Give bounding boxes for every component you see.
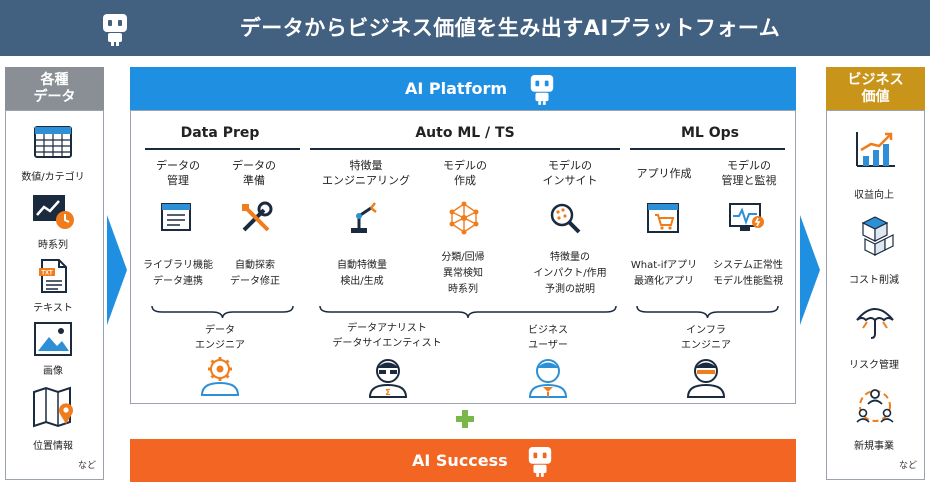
success-bar [130, 439, 796, 482]
model-insight-heading: モデルのインサイト [542, 159, 598, 187]
left-item-label-text: テキスト [33, 303, 73, 314]
infra-engineer-person-icon [684, 355, 728, 399]
platform-header-bar [130, 67, 796, 110]
left-flow-arrow [107, 215, 127, 325]
svg-text:TXT: TXT [41, 271, 53, 277]
success-title: AI Success [412, 451, 508, 470]
map-pin-icon [32, 386, 76, 428]
left-item-label-image: 画像 [43, 366, 63, 377]
business-user-person-icon [526, 355, 570, 399]
app-creation-desc: What-ifアプリ最適化アプリ [630, 260, 698, 287]
section-divider-data-prep [145, 148, 300, 150]
monitor-health-icon [728, 200, 764, 236]
left-item-label-timeseries: 時系列 [38, 240, 68, 251]
umbrella-risk-icon [853, 300, 897, 342]
right-column-header: ビジネス 価値 [826, 67, 925, 110]
platform-title: AI Platform [405, 79, 508, 98]
new-business-icon [853, 384, 897, 428]
data-scientist-label: データアナリストデータサイエンティスト [332, 323, 442, 349]
section-title-data-prep: Data Prep [180, 125, 260, 141]
left-more-note: など [78, 461, 97, 471]
table-grid-icon [33, 125, 73, 161]
svg-text:Σ: Σ [385, 388, 390, 397]
model-creation-heading: モデルの作成 [443, 159, 487, 187]
tools-wrench-icon [238, 200, 274, 236]
right-flow-arrow [800, 215, 820, 325]
data-preparation-heading: データの準備 [232, 159, 276, 187]
data-management-heading: データの管理 [156, 159, 200, 187]
feature-engineering-desc: 自動特徴量検出/生成 [337, 260, 387, 287]
app-creation-heading: アプリ作成 [636, 167, 692, 180]
data-engineer-label: データエンジニア [195, 325, 245, 351]
right-item-label-new-business: 新規事業 [854, 441, 894, 452]
section-divider-ml-ops [630, 148, 785, 150]
text-document-icon: TXT [38, 258, 70, 294]
left-item-label-location: 位置情報 [33, 441, 73, 452]
auto-ml-brace [318, 304, 618, 320]
timeseries-chart-icon [31, 193, 77, 231]
ml-ops-brace [635, 304, 780, 320]
neural-network-icon [446, 200, 482, 236]
model-insight-desc: 特徴量のインパクト/作用予測の説明 [533, 252, 607, 295]
feature-engineering-heading: 特徴量エンジニアリング [322, 159, 410, 187]
data-library-icon [160, 202, 194, 234]
model-monitoring-heading: モデルの管理と監視 [721, 159, 777, 187]
model-monitoring-desc: システム正常性モデル性能監視 [713, 260, 783, 287]
right-column-box [826, 110, 925, 480]
left-item-label-numeric: 数値/カテゴリ [21, 172, 85, 183]
right-more-note: など [899, 461, 918, 471]
left-column-header: 各種 データ [5, 67, 104, 110]
shopping-app-icon [646, 202, 682, 236]
cost-reduction-icon [853, 213, 897, 257]
left-column-title-line1: 各種 [40, 71, 69, 88]
magnifier-insight-icon [547, 200, 583, 236]
model-creation-desc: 分類/回帰異常検知時系列 [441, 252, 485, 295]
left-column-title-line2: データ [33, 88, 76, 105]
revenue-growth-icon [853, 130, 897, 170]
right-column-title-line2: 価値 [861, 88, 890, 105]
robot-arm-icon [345, 200, 381, 236]
data-scientist-person-icon: Σ [366, 355, 410, 399]
data-management-desc: ライブラリ機能データ連携 [143, 260, 213, 287]
right-item-label-revenue: 収益向上 [854, 190, 894, 201]
data-engineer-gear-icon [198, 355, 242, 397]
section-divider-auto-ml [310, 148, 620, 150]
right-column-title-line1: ビジネス [847, 71, 904, 88]
data-preparation-desc: 自動探索データ修正 [230, 260, 280, 287]
header-bar [0, 0, 930, 56]
platform-robot-icon [528, 72, 556, 106]
business-user-label: ビジネスユーザー [528, 325, 568, 351]
infra-engineer-label: インフラエンジニア [681, 325, 731, 351]
platform-content-box [130, 110, 796, 404]
right-item-label-cost: コスト削減 [849, 275, 899, 286]
section-title-auto-ml: Auto ML / TS [415, 125, 515, 141]
robot-logo-icon [100, 12, 130, 46]
success-robot-icon [526, 444, 554, 478]
section-title-ml-ops: ML Ops [681, 125, 739, 141]
image-icon [33, 321, 73, 357]
data-prep-brace [150, 304, 295, 320]
right-item-label-risk: リスク管理 [849, 360, 899, 371]
plus-icon [455, 409, 475, 429]
page-title: データからビジネス価値を生み出すAIプラットフォーム [239, 16, 781, 40]
